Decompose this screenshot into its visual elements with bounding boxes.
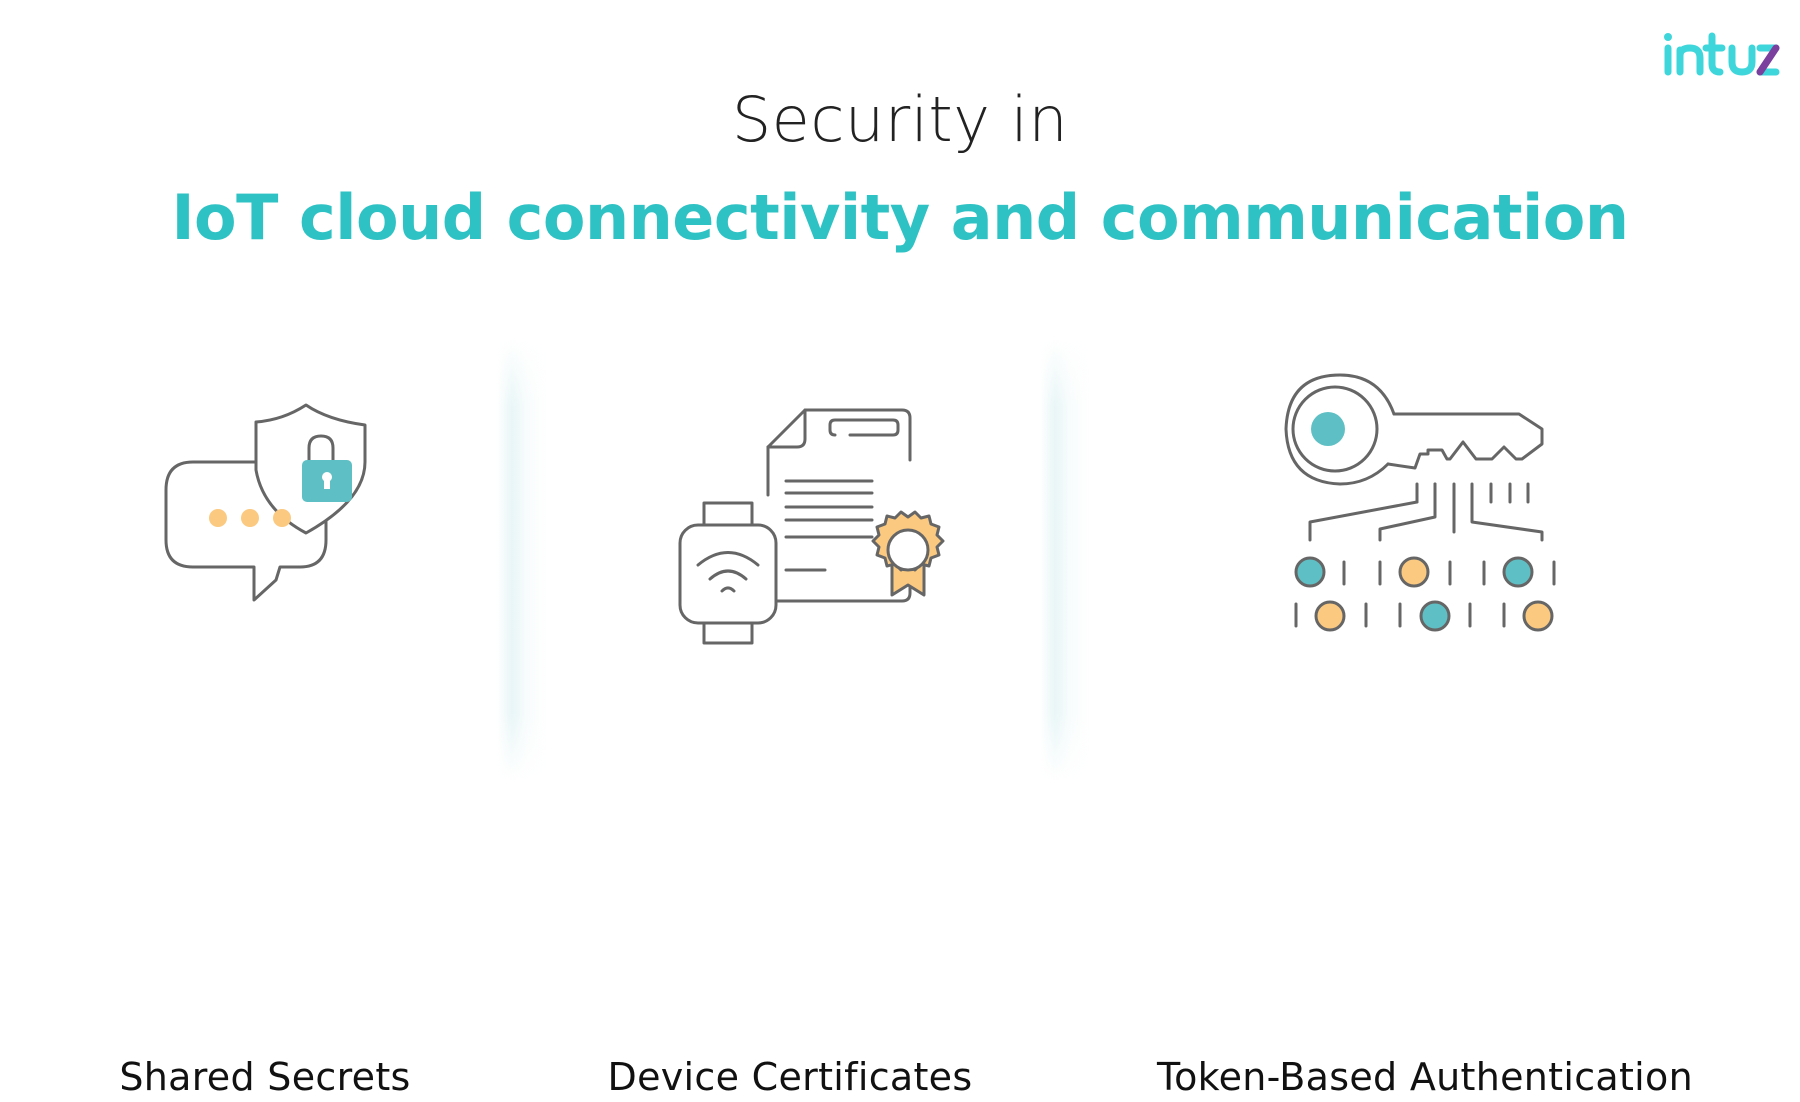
smartwatch-certificate-icon xyxy=(678,408,945,645)
card-token-based-authentication: Token-Based Authentication xyxy=(1050,340,1800,1099)
column-divider-1 xyxy=(497,340,547,780)
card-shared-secrets: Shared Secrets xyxy=(0,340,530,1099)
column-divider-2 xyxy=(1040,340,1090,780)
card-device-certificates: Device Certificates xyxy=(530,340,1050,1099)
card-label: Device Certificates xyxy=(607,1055,973,1099)
page-title: Security in xyxy=(731,83,1069,156)
chat-shield-lock-icon xyxy=(164,403,367,602)
card-label: Shared Secrets xyxy=(119,1055,411,1099)
page-subtitle: IoT cloud connectivity and communication xyxy=(171,181,1629,254)
key-circuit-tokens-icon xyxy=(1284,373,1556,632)
intuz-logo xyxy=(1664,32,1780,76)
card-label: Token-Based Authentication xyxy=(1157,1055,1693,1099)
